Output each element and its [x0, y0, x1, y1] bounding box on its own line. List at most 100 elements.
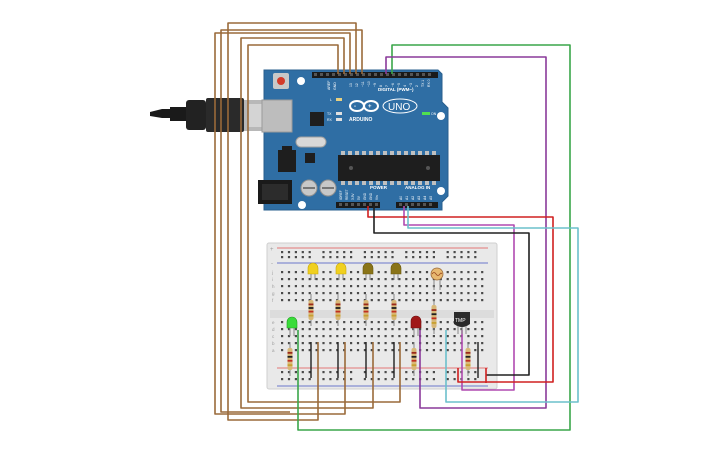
- breadboard-hole[interactable]: [398, 335, 401, 338]
- photoresistor[interactable]: [430, 267, 444, 290]
- breadboard-hole[interactable]: [350, 299, 353, 302]
- breadboard-hole[interactable]: [391, 371, 394, 374]
- breadboard-hole[interactable]: [412, 299, 415, 302]
- breadboard-hole[interactable]: [377, 342, 380, 345]
- breadboard-hole[interactable]: [453, 335, 456, 338]
- breadboard-hole[interactable]: [391, 292, 394, 295]
- breadboard-hole[interactable]: [474, 321, 477, 324]
- breadboard-hole[interactable]: [405, 278, 408, 281]
- breadboard-hole[interactable]: [363, 342, 366, 345]
- breadboard-hole[interactable]: [405, 299, 408, 302]
- breadboard-hole[interactable]: [322, 256, 325, 259]
- breadboard-hole[interactable]: [467, 328, 470, 331]
- breadboard-hole[interactable]: [370, 378, 373, 381]
- resistor[interactable]: [363, 300, 369, 320]
- breadboard-hole[interactable]: [308, 342, 311, 345]
- breadboard-hole[interactable]: [467, 251, 470, 254]
- breadboard-hole[interactable]: [384, 342, 387, 345]
- breadboard-hole[interactable]: [453, 371, 456, 374]
- breadboard-hole[interactable]: [308, 321, 311, 324]
- breadboard-hole[interactable]: [453, 299, 456, 302]
- led-olive-2[interactable]: [390, 262, 402, 280]
- breadboard-hole[interactable]: [343, 299, 346, 302]
- breadboard-hole[interactable]: [412, 328, 415, 331]
- breadboard-hole[interactable]: [377, 378, 380, 381]
- breadboard-hole[interactable]: [370, 292, 373, 295]
- breadboard-hole[interactable]: [350, 342, 353, 345]
- breadboard-hole[interactable]: [405, 321, 408, 324]
- breadboard-hole[interactable]: [329, 278, 332, 281]
- breadboard-hole[interactable]: [301, 256, 304, 259]
- resistor[interactable]: [411, 348, 417, 370]
- breadboard-hole[interactable]: [281, 342, 284, 345]
- breadboard-hole[interactable]: [460, 299, 463, 302]
- breadboard-hole[interactable]: [329, 321, 332, 324]
- breadboard-hole[interactable]: [377, 328, 380, 331]
- breadboard-hole[interactable]: [419, 292, 422, 295]
- breadboard-hole[interactable]: [481, 335, 484, 338]
- breadboard-hole[interactable]: [363, 278, 366, 281]
- breadboard-hole[interactable]: [322, 342, 325, 345]
- breadboard-hole[interactable]: [322, 335, 325, 338]
- breadboard-hole[interactable]: [287, 299, 291, 302]
- breadboard-hole[interactable]: [287, 342, 291, 345]
- breadboard-hole[interactable]: [281, 371, 284, 374]
- breadboard-hole[interactable]: [350, 321, 353, 324]
- breadboard-hole[interactable]: [412, 371, 415, 374]
- breadboard-hole[interactable]: [425, 251, 429, 254]
- breadboard-hole[interactable]: [329, 285, 332, 288]
- breadboard-hole[interactable]: [425, 321, 429, 324]
- breadboard-hole[interactable]: [446, 371, 449, 374]
- breadboard-hole[interactable]: [432, 256, 435, 259]
- breadboard-hole[interactable]: [322, 278, 325, 281]
- breadboard-hole[interactable]: [356, 299, 360, 302]
- breadboard-hole[interactable]: [294, 271, 297, 274]
- led-yellow-2[interactable]: [335, 262, 347, 280]
- breadboard-hole[interactable]: [425, 378, 429, 381]
- breadboard-hole[interactable]: [322, 299, 325, 302]
- breadboard-hole[interactable]: [474, 342, 477, 345]
- breadboard-hole[interactable]: [446, 299, 449, 302]
- breadboard-hole[interactable]: [439, 285, 442, 288]
- breadboard-hole[interactable]: [384, 378, 387, 381]
- breadboard-hole[interactable]: [453, 251, 456, 254]
- breadboard-hole[interactable]: [287, 335, 291, 338]
- breadboard-hole[interactable]: [481, 271, 484, 274]
- breadboard-hole[interactable]: [391, 256, 394, 259]
- breadboard-hole[interactable]: [370, 299, 373, 302]
- wire-group[interactable]: [214, 22, 579, 431]
- breadboard-hole[interactable]: [294, 278, 297, 281]
- breadboard-hole[interactable]: [405, 285, 408, 288]
- breadboard-hole[interactable]: [322, 371, 325, 374]
- breadboard-hole[interactable]: [315, 328, 318, 331]
- breadboard-hole[interactable]: [356, 321, 360, 324]
- breadboard-hole[interactable]: [405, 378, 408, 381]
- breadboard-hole[interactable]: [467, 299, 470, 302]
- breadboard-hole[interactable]: [308, 378, 311, 381]
- breadboard-hole[interactable]: [419, 256, 422, 259]
- wire-green[interactable]: [297, 44, 571, 431]
- breadboard-hole[interactable]: [419, 285, 422, 288]
- wire-brown[interactable]: [220, 29, 363, 413]
- breadboard-hole[interactable]: [432, 349, 435, 352]
- breadboard-hole[interactable]: [287, 292, 291, 295]
- breadboard-hole[interactable]: [329, 342, 332, 345]
- wire-brown[interactable]: [240, 37, 374, 409]
- breadboard-hole[interactable]: [370, 321, 373, 324]
- breadboard-hole[interactable]: [432, 342, 435, 345]
- breadboard-hole[interactable]: [329, 335, 332, 338]
- wire-brown[interactable]: [247, 44, 401, 403]
- breadboard-hole[interactable]: [350, 256, 353, 259]
- breadboard-hole[interactable]: [329, 256, 332, 259]
- breadboard-hole[interactable]: [481, 292, 484, 295]
- led-yellow-1[interactable]: [307, 262, 319, 280]
- breadboard-hole[interactable]: [301, 371, 304, 374]
- breadboard-hole[interactable]: [301, 271, 304, 274]
- breadboard-hole[interactable]: [412, 251, 415, 254]
- breadboard-hole[interactable]: [425, 299, 429, 302]
- breadboard-hole[interactable]: [391, 378, 394, 381]
- breadboard-hole[interactable]: [474, 371, 477, 374]
- breadboard-hole[interactable]: [398, 328, 401, 331]
- breadboard-hole[interactable]: [329, 271, 332, 274]
